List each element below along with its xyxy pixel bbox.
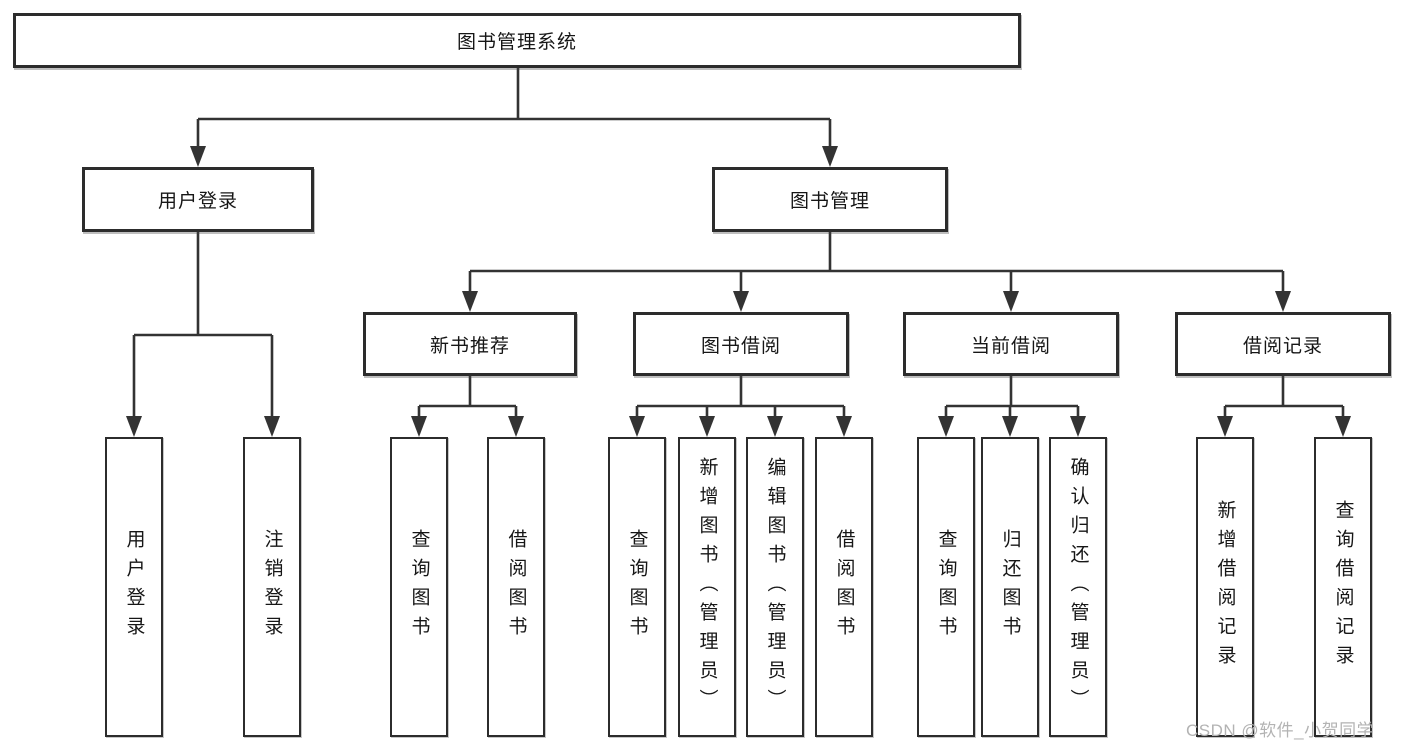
- leaf-query-books-current: 查询图书: [917, 437, 975, 737]
- leaf-edit-books-admin: 编辑图书（管理员）: [746, 437, 804, 737]
- csdn-watermark: CSDN @软件_小贺同学: [1186, 721, 1375, 740]
- node-new-book-recommend-label: 新书推荐: [429, 335, 510, 357]
- leaf-query-books-borrow: 查询图书: [608, 437, 666, 737]
- leaf-query-books-borrow-label: 查询图书: [626, 529, 648, 645]
- leaf-logout-label: 注销登录: [261, 529, 283, 645]
- node-borrow-records: 借阅记录: [1175, 312, 1391, 376]
- leaf-add-borrow-record-label: 新增借阅记录: [1214, 500, 1236, 674]
- leaf-logout: 注销登录: [243, 437, 301, 737]
- leaf-add-books-admin: 新增图书（管理员）: [678, 437, 736, 737]
- leaf-return-books-label: 归还图书: [999, 529, 1021, 645]
- node-user-login: 用户登录: [82, 167, 314, 232]
- node-book-management: 图书管理: [712, 167, 948, 232]
- leaf-user-login: 用户登录: [105, 437, 163, 737]
- node-user-login-label: 用户登录: [157, 191, 238, 212]
- node-book-borrow: 图书借阅: [633, 312, 849, 376]
- leaf-user-login-label: 用户登录: [123, 529, 145, 645]
- node-current-borrow: 当前借阅: [903, 312, 1119, 376]
- leaf-borrow-books-recommend-label: 借阅图书: [505, 529, 527, 645]
- node-root: 图书管理系统: [13, 13, 1021, 68]
- leaf-query-books-current-label: 查询图书: [935, 529, 957, 645]
- leaf-query-borrow-record-label: 查询借阅记录: [1332, 500, 1354, 674]
- leaf-borrow-books-borrow: 借阅图书: [815, 437, 873, 737]
- leaf-confirm-return-admin-label: 确认归还（管理员）: [1067, 456, 1089, 718]
- leaf-confirm-return-admin: 确认归还（管理员）: [1049, 437, 1107, 737]
- node-borrow-records-label: 借阅记录: [1242, 335, 1323, 357]
- leaf-add-books-admin-label: 新增图书（管理员）: [696, 456, 718, 718]
- leaf-return-books: 归还图书: [981, 437, 1039, 737]
- node-current-borrow-label: 当前借阅: [970, 335, 1051, 357]
- leaf-borrow-books-recommend: 借阅图书: [487, 437, 545, 737]
- leaf-add-borrow-record: 新增借阅记录: [1196, 437, 1254, 737]
- leaf-query-books-recommend: 查询图书: [390, 437, 448, 737]
- leaf-query-books-recommend-label: 查询图书: [408, 529, 430, 645]
- leaf-edit-books-admin-label: 编辑图书（管理员）: [764, 456, 786, 718]
- node-root-label: 图书管理系统: [456, 32, 577, 53]
- node-new-book-recommend: 新书推荐: [363, 312, 577, 376]
- leaf-borrow-books-borrow-label: 借阅图书: [833, 529, 855, 645]
- node-book-management-label: 图书管理: [789, 191, 870, 212]
- node-book-borrow-label: 图书借阅: [700, 335, 781, 357]
- leaf-query-borrow-record: 查询借阅记录: [1314, 437, 1372, 737]
